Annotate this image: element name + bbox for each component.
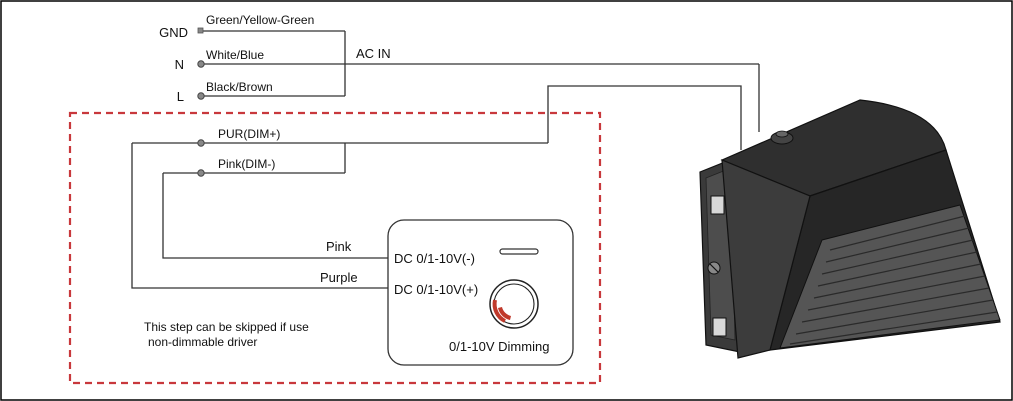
dim-minus-terminal — [197, 169, 205, 177]
neutral-terminal — [197, 60, 205, 68]
dim-plus-terminal — [197, 139, 205, 147]
purple-wire — [131, 143, 388, 289]
dimmer-slot — [499, 248, 539, 255]
line-terminal — [197, 92, 205, 100]
n-tag: N — [175, 57, 184, 72]
dimmer-box — [387, 219, 574, 366]
gnd-wire-label: Green/Yellow-Green — [206, 13, 314, 27]
dimmer-knob-accent — [498, 307, 511, 320]
n-wire-label: White/Blue — [206, 48, 264, 62]
note-line-2: non-dimmable driver — [148, 335, 257, 349]
dim-plus-label: PUR(DIM+) — [218, 127, 280, 141]
gnd-tag: GND — [159, 25, 188, 40]
dimmer-label: 0/1-10V Dimming — [449, 339, 549, 354]
dim-route-to-fixture — [547, 85, 742, 150]
dim-minus-label: Pink(DIM-) — [218, 157, 275, 171]
dimmer-knob-arc — [492, 299, 507, 323]
pink-wire — [162, 173, 388, 259]
wall-pack-fixture — [699, 99, 1001, 359]
dimmer-neg-terminal: DC 0/1-10V(-) — [394, 251, 475, 266]
l-wire-label: Black/Brown — [206, 80, 273, 94]
pink-wire-label: Pink — [326, 239, 352, 254]
dimmer-pos-terminal: DC 0/1-10V(+) — [394, 282, 478, 297]
l-tag: L — [177, 89, 184, 104]
ac-in-label: AC IN — [356, 46, 391, 61]
note-line-1: This step can be skipped if use — [144, 320, 309, 334]
gnd-terminal — [197, 27, 204, 34]
purple-wire-label: Purple — [320, 270, 358, 285]
optional-dimming-region — [68, 111, 602, 385]
